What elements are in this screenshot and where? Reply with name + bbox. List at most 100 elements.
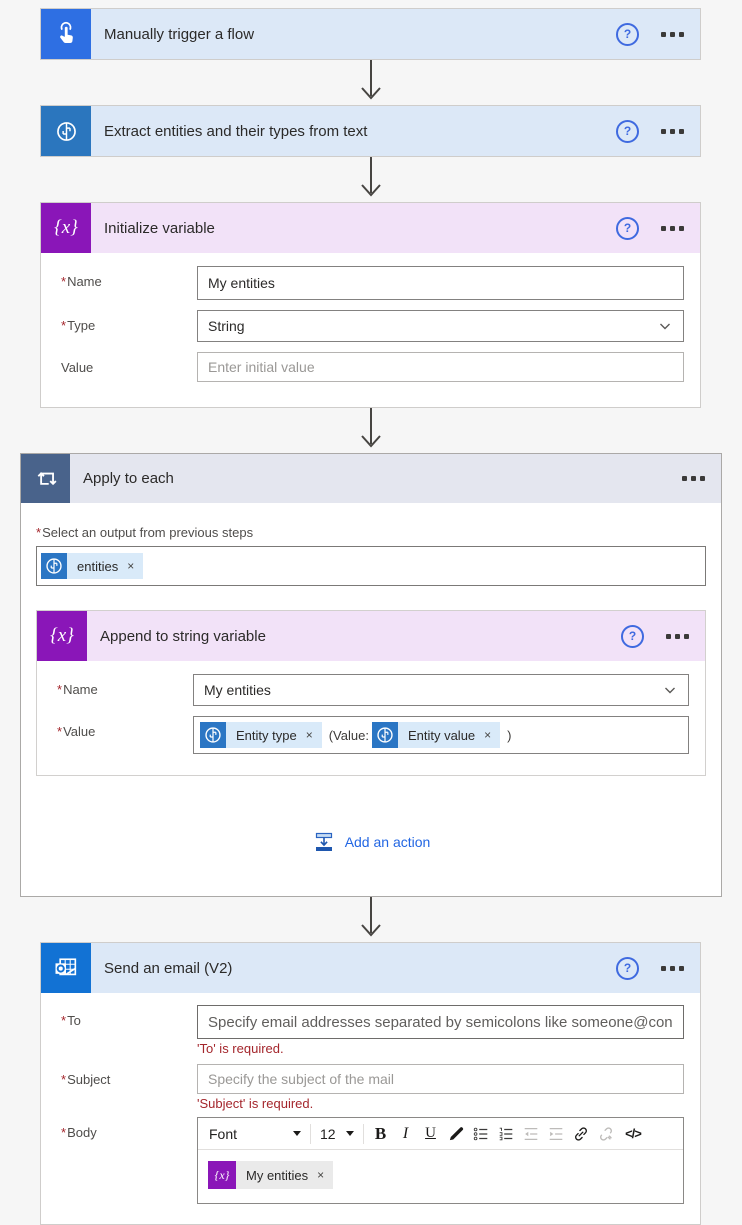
- variable-icon: {x}: [41, 203, 91, 253]
- italic-button[interactable]: I: [402, 1124, 409, 1142]
- toolbar-divider: [310, 1123, 311, 1144]
- brain-icon: [41, 106, 91, 156]
- append-name-select[interactable]: My entities: [193, 674, 689, 706]
- type-field-label: *Type: [61, 318, 96, 333]
- card-title: Append to string variable: [100, 627, 266, 645]
- numbered-list-button[interactable]: [493, 1121, 518, 1146]
- bold-button[interactable]: B: [374, 1123, 387, 1143]
- apply-to-each-scope: Apply to each *Select an output from pre…: [20, 453, 722, 897]
- pen-icon: [449, 1126, 463, 1140]
- to-required-error: 'To' is required.: [197, 1041, 284, 1056]
- subject-required-error: 'Subject' is required.: [197, 1096, 314, 1111]
- numbered-list-icon: [499, 1127, 512, 1140]
- help-button[interactable]: ?: [616, 119, 639, 143]
- unlink-button[interactable]: [593, 1121, 618, 1146]
- variable-name-input[interactable]: [197, 266, 684, 300]
- variable-type-select[interactable]: String: [197, 310, 684, 342]
- email-body-content[interactable]: {x} My entities ×: [198, 1150, 683, 1203]
- initialize-variable-header[interactable]: {x} Initialize variable ?: [41, 203, 700, 253]
- loop-icon: [21, 454, 70, 503]
- chevron-down-icon: [659, 323, 671, 330]
- manual-trigger-header[interactable]: Manually trigger a flow ?: [41, 9, 700, 59]
- bullet-list-button[interactable]: [468, 1121, 493, 1146]
- remove-token-button[interactable]: ×: [305, 728, 313, 742]
- more-options-button[interactable]: [666, 633, 689, 639]
- value-literal-text: ): [507, 727, 512, 743]
- link-button[interactable]: [568, 1121, 593, 1146]
- output-token-input[interactable]: entities ×: [36, 546, 706, 586]
- entity-type-token[interactable]: Entity type ×: [200, 722, 322, 748]
- email-to-input[interactable]: [197, 1005, 684, 1039]
- text-color-button[interactable]: [443, 1121, 468, 1146]
- flow-connector-arrow: [361, 157, 381, 197]
- variable-icon: {x}: [37, 611, 87, 661]
- help-button[interactable]: ?: [616, 22, 639, 46]
- manual-trigger-icon: [41, 9, 91, 59]
- to-field-label: *To: [61, 1013, 81, 1028]
- help-button[interactable]: ?: [621, 624, 644, 648]
- output-field-label: *Select an output from previous steps: [36, 525, 254, 540]
- flow-connector-arrow: [361, 897, 381, 937]
- card-title: Extract entities and their types from te…: [104, 122, 368, 140]
- add-action-button[interactable]: Add an action: [312, 830, 430, 854]
- card-initialize-variable: {x} Initialize variable ? *Name *Type St…: [40, 202, 701, 408]
- remove-token-button[interactable]: ×: [484, 728, 492, 742]
- variable-icon: {x}: [208, 1161, 236, 1189]
- more-options-button[interactable]: [661, 225, 684, 231]
- code-view-button[interactable]: </>: [625, 1126, 642, 1141]
- subject-field-label: *Subject: [61, 1072, 111, 1087]
- value-literal-text: (Value:: [328, 727, 369, 743]
- underline-button[interactable]: U: [425, 1125, 436, 1141]
- card-manual-trigger: Manually trigger a flow ?: [40, 8, 701, 60]
- chevron-down-icon: [664, 687, 676, 694]
- email-subject-input[interactable]: [197, 1064, 684, 1094]
- outlook-icon: [41, 943, 91, 993]
- card-title: Send an email (V2): [104, 959, 233, 977]
- apply-to-each-header[interactable]: Apply to each: [21, 454, 721, 503]
- more-options-button[interactable]: [682, 476, 705, 481]
- dropdown-arrow-icon: [346, 1131, 354, 1136]
- card-title: Apply to each: [83, 470, 174, 487]
- brain-icon: [200, 722, 226, 748]
- more-options-button[interactable]: [661, 128, 684, 134]
- font-family-dropdown[interactable]: Font: [204, 1121, 306, 1146]
- remove-token-button[interactable]: ×: [317, 1168, 325, 1182]
- entity-value-token[interactable]: Entity value ×: [371, 722, 501, 748]
- add-action-icon: [315, 832, 332, 851]
- append-value-input[interactable]: Entity type × (Value: Entity value ×: [193, 716, 689, 754]
- name-field-label: *Name: [61, 274, 102, 289]
- append-to-string-header[interactable]: {x} Append to string variable ?: [37, 611, 705, 661]
- remove-token-button[interactable]: ×: [127, 559, 135, 573]
- help-button[interactable]: ?: [616, 956, 639, 980]
- card-append-to-string: {x} Append to string variable ? *Name My…: [36, 610, 706, 776]
- email-body-editor[interactable]: Font 12 B I U: [197, 1117, 684, 1204]
- font-size-dropdown[interactable]: 12: [315, 1121, 359, 1146]
- value-field-label: Value: [61, 360, 94, 375]
- richtext-toolbar: Font 12 B I U: [198, 1118, 683, 1150]
- unlink-icon: [599, 1126, 612, 1141]
- brain-icon: [371, 722, 398, 748]
- help-button[interactable]: ?: [616, 216, 639, 240]
- more-options-button[interactable]: [661, 965, 684, 971]
- link-icon: [574, 1126, 587, 1141]
- card-title: Manually trigger a flow: [104, 25, 255, 43]
- my-entities-token[interactable]: {x} My entities ×: [208, 1161, 334, 1189]
- outdent-icon: [524, 1127, 537, 1140]
- indent-button[interactable]: [543, 1121, 568, 1146]
- card-send-email: Send an email (V2) ? *To 'To' is require…: [40, 942, 701, 1225]
- brain-icon: [41, 553, 67, 579]
- indent-icon: [549, 1127, 562, 1140]
- outdent-button[interactable]: [518, 1121, 543, 1146]
- extract-entities-header[interactable]: Extract entities and their types from te…: [41, 106, 700, 156]
- variable-value-input[interactable]: [197, 352, 684, 382]
- dropdown-arrow-icon: [293, 1131, 301, 1136]
- name-field-label: *Name: [57, 682, 98, 697]
- send-email-header[interactable]: Send an email (V2) ?: [41, 943, 700, 993]
- flow-connector-arrow: [361, 60, 381, 100]
- entities-token[interactable]: entities ×: [41, 553, 144, 579]
- flow-connector-arrow: [361, 408, 381, 448]
- value-field-label: *Value: [57, 724, 96, 739]
- more-options-button[interactable]: [661, 31, 684, 37]
- card-extract-entities: Extract entities and their types from te…: [40, 105, 701, 157]
